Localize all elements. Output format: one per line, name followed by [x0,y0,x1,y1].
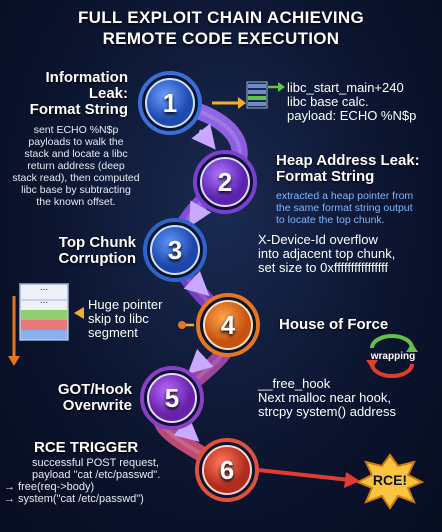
step-2-heading: Heap Address Leak: Format String [276,153,438,185]
step-2-desc-line: to locate the top chunk. [276,214,385,226]
step-5-number: 5 [164,383,180,413]
step-1-desc-line: stack read), then computed [12,172,140,184]
memory-stack-icon [19,283,69,341]
step-1-side-line: libc base calc. [287,94,369,109]
step-3-desc-line: set size to 0xffffffffffffffff [258,260,389,275]
step-1-circle [138,71,202,135]
step-2-heading-line: Heap Address Leak: [276,152,420,169]
step-6-description: successful POST request, payload "cat /e… [4,457,204,505]
step-5-desc-line: __free_hook [258,376,331,391]
step-5-heading: GOT/Hook Overwrite [8,382,132,414]
step-2-heading-line: Format String [276,168,375,185]
step-5-heading-line: GOT/Hook [57,381,132,398]
step-3-heading-line: Top Chunk [58,234,136,251]
wrapping-badge-label: wrapping [370,351,416,362]
step-4-left-notes: Huge pointer skip to libc segment [88,298,188,340]
step-4-left-line: skip to libc [88,311,149,326]
step-1-heading: Information Leak: Format String [8,70,128,118]
memory-stack-dots-bottom: ... [39,295,49,306]
step-5-circle [140,366,204,430]
step-5-desc-line: Next malloc near hook, [258,390,391,405]
step-1-desc-line: stack and locate a libc [24,148,128,160]
step-1-desc-line: payloads to walk the [28,136,124,148]
step-6-heading: RCE TRIGGER [34,439,139,456]
memory-stack-dots-top: ... [39,282,49,293]
step-4-left-line: Huge pointer [88,297,163,312]
step-5-description: __free_hook Next malloc near hook, strcp… [258,377,440,419]
step-2-desc-line: the same format string output [276,202,413,214]
step-1-side-line: payload: ECHO %N$p [287,108,417,123]
step-3-desc-line: X-Device-Id overflow [258,232,378,247]
step-3-number: 3 [167,235,183,265]
step-6-desc-line: → free(req->body) [4,481,95,493]
step-4-number: 4 [220,310,236,340]
stack-icon [246,81,268,109]
step-4-circle [196,293,260,357]
step-1-heading-line: Format String [29,101,128,118]
step-6-desc-line: payload "cat /etc/passwd". [32,469,161,481]
step-1-heading-line: Information [45,69,129,86]
step-4-heading: House of Force [279,316,389,333]
step-3-heading: Top Chunk Corruption [8,235,136,267]
step-2-desc-line: extracted a heap pointer from [276,190,414,202]
step-6-number: 6 [219,455,235,485]
step-1-desc-line: return address (deep [27,160,125,172]
step-4-left-line: segment [88,325,138,340]
rce-burst-label: RCE! [372,472,408,488]
wrapping-arrows-icon [366,334,418,378]
step-1-desc-line: libc base by subtracting [21,184,131,196]
step-6-desc-line: → system("cat /etc/passwd") [4,493,144,505]
step-1-number: 1 [162,88,178,118]
step-1-side-notes: libc_start_main+240 libc base calc. payl… [287,81,439,123]
step-3-circle [143,218,207,282]
step-5-heading-line: Overwrite [62,397,132,414]
step-2-number: 2 [217,167,233,197]
step-5-desc-line: strcpy system() address [258,404,396,419]
step-6-circle [195,438,259,502]
rce-burst-icon [355,453,425,510]
step-1-heading-line: Leak: [88,85,128,102]
step-1-desc-line: the known offset. [36,196,116,208]
step-3-heading-line: Corruption [58,250,136,267]
step-6-desc-line: successful POST request, [32,457,159,469]
step-1-side-line: libc_start_main+240 [287,80,404,95]
step-3-description: X-Device-Id overflow into adjacent top c… [258,233,440,275]
step-1-desc-line: sent ECHO %N$p [33,124,119,136]
step-2-circle [193,150,257,214]
step-2-description: extracted a heap pointer from the same f… [276,190,440,226]
title-line-1: FULL EXPLOIT CHAIN ACHIEVING [77,8,365,27]
step-1-description: sent ECHO %N$p payloads to walk the stac… [10,124,142,208]
title-line-2: REMOTE CODE EXECUTION [102,29,340,48]
step-3-desc-line: into adjacent top chunk, [258,246,396,261]
